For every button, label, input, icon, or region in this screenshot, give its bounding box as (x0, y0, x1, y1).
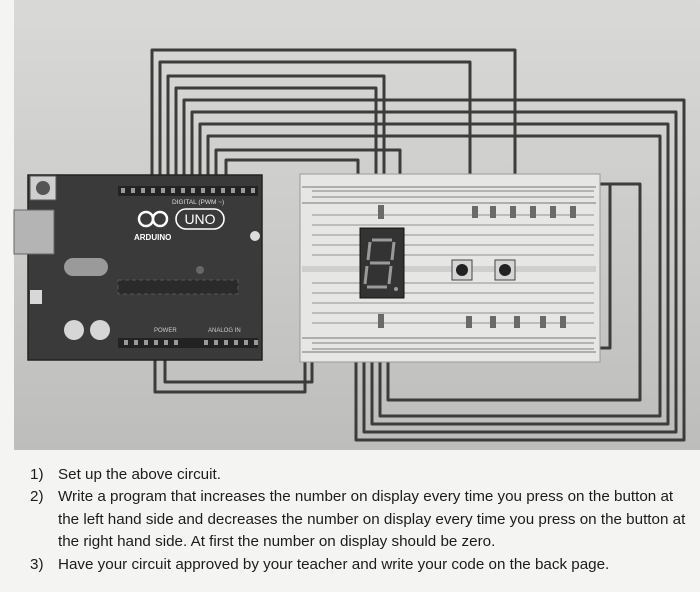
resistor-row (378, 205, 576, 328)
wire (206, 134, 662, 418)
arduino-board: ∞ UNO ARDUINO DIGITAL (PWM ~) POWER ANAL… (0, 0, 263, 361)
instruction-number: 1) (30, 466, 44, 483)
microcontroller-chip (117, 279, 239, 295)
instruction-item: 1) Set up the above circuit. (30, 464, 695, 486)
instruction-list: 1) Set up the above circuit. 2) Write a … (30, 464, 695, 576)
wire (182, 98, 686, 442)
digital-header (118, 186, 258, 196)
instruction-text: Write a program that increases the numbe… (58, 488, 686, 551)
capacitor (90, 320, 110, 340)
instruction-number: 3) (30, 555, 44, 573)
capacitor (64, 320, 84, 340)
power-label: POWER (154, 328, 177, 334)
wire (596, 184, 612, 350)
arduino-model-label: UNO (184, 211, 215, 227)
push-button-right[interactable] (494, 259, 516, 281)
breadboard-holes (312, 190, 594, 350)
wire (386, 182, 642, 402)
reset-button (64, 258, 108, 276)
digital-pwm-label: DIGITAL (PWM ~) (172, 199, 224, 206)
arduino-brand-label: ARDUINO (134, 233, 171, 242)
breadboard (299, 173, 601, 363)
instruction-text: Set up the above circuit. (58, 466, 221, 483)
circuit-diagram: ∞ UNO ARDUINO DIGITAL (PWM ~) POWER ANAL… (0, 0, 686, 442)
wire (153, 330, 307, 394)
instruction-item: 3) Have your circuit approved by your te… (30, 554, 695, 576)
instruction-item: 2) Write a program that increases the nu… (30, 486, 695, 553)
seven-segment-display: 8 (0, 0, 405, 299)
power-header (118, 338, 258, 348)
analog-in-label: ANALOG IN (208, 328, 241, 334)
instruction-text: Have your circuit approved by your teach… (58, 555, 610, 573)
wire (190, 110, 678, 434)
wire (198, 122, 670, 426)
arduino-logo-symbol: ∞ (0, 0, 1, 1)
display-digit: 8 (0, 0, 1, 1)
instruction-number: 2) (30, 488, 44, 506)
usb-connector (13, 209, 55, 255)
wire (166, 74, 386, 212)
push-button-left[interactable] (451, 259, 473, 281)
wire (158, 60, 472, 262)
wire (150, 48, 517, 262)
